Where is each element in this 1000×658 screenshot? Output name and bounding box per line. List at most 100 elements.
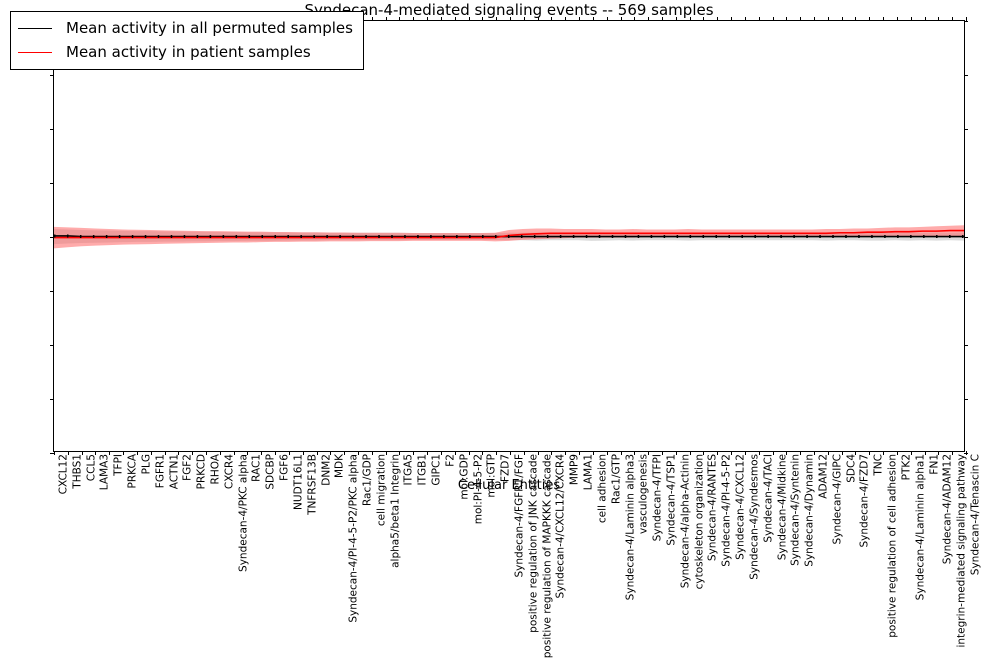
- x-tick-mark: [399, 17, 401, 21]
- x-tick-mark: [579, 451, 581, 455]
- x-tick-mark: [385, 451, 387, 455]
- y-tick-mark: [964, 21, 968, 22]
- x-tick-mark: [689, 451, 691, 455]
- legend-swatch-line-black: [18, 27, 52, 29]
- x-tick-mark: [703, 17, 705, 21]
- x-tick-mark: [606, 17, 608, 21]
- x-tick-mark: [744, 451, 746, 455]
- x-tick-mark: [371, 17, 373, 21]
- x-tick-mark: [592, 451, 594, 455]
- x-tick-mark: [247, 451, 249, 455]
- x-tick-mark: [385, 17, 387, 21]
- x-tick-mark: [662, 451, 663, 455]
- x-tick-mark: [786, 451, 788, 455]
- plot-area: [54, 21, 964, 451]
- x-axis-label: Cellular Entities: [457, 478, 561, 493]
- x-tick-mark: [800, 451, 802, 455]
- x-tick-mark: [468, 451, 470, 455]
- x-tick-label: Syndecan-4/ADAM12: [941, 454, 954, 565]
- x-tick-mark: [648, 451, 650, 455]
- x-tick-mark: [910, 451, 912, 455]
- x-tick-label: Syndecan-4/TFPI: [651, 454, 664, 542]
- series-markers: [54, 234, 964, 239]
- x-tick-mark: [510, 17, 511, 21]
- y-tick-mark: [964, 75, 968, 76]
- x-tick-mark: [150, 451, 152, 455]
- chart-title: Syndecan-4-mediated signaling events -- …: [304, 1, 714, 19]
- x-tick-mark: [316, 451, 318, 455]
- x-tick-mark: [510, 451, 511, 455]
- y-tick-mark: [50, 75, 54, 76]
- legend-item-patient: Mean activity in patient samples: [18, 40, 353, 64]
- x-tick-mark: [731, 451, 733, 455]
- x-tick-label: Syndecan-4/Syntenin: [789, 454, 802, 566]
- y-tick-mark: [50, 129, 54, 130]
- x-tick-mark: [67, 451, 69, 455]
- x-tick-mark: [81, 451, 83, 455]
- x-tick-mark: [827, 17, 829, 21]
- x-tick-mark: [551, 451, 553, 455]
- x-tick-mark: [841, 451, 843, 455]
- x-tick-mark: [869, 451, 871, 455]
- x-tick-mark: [703, 451, 705, 455]
- x-tick-mark: [758, 451, 760, 455]
- x-tick-mark: [482, 17, 484, 21]
- x-tick-mark: [786, 17, 788, 21]
- x-tick-mark: [896, 17, 898, 21]
- y-tick-mark: [964, 345, 968, 346]
- x-tick-mark: [758, 17, 760, 21]
- x-tick-mark: [952, 451, 954, 455]
- x-tick-mark: [454, 17, 456, 21]
- x-tick-mark: [952, 17, 954, 21]
- x-tick-label: vasculogenesis: [637, 454, 650, 534]
- x-tick-label: Syndecan-4/CXCL12: [734, 454, 747, 560]
- x-tick-mark: [95, 451, 97, 455]
- x-tick-mark: [855, 451, 857, 455]
- x-tick-label: Syndecan-4/Midkine: [775, 454, 788, 561]
- x-tick-mark: [938, 451, 940, 455]
- x-tick-label: Syndecan-4/PKC alpha: [236, 454, 249, 572]
- x-tick-mark: [496, 451, 498, 455]
- x-tick-mark: [827, 451, 829, 455]
- x-tick-label: TFPI: [112, 454, 125, 476]
- y-tick-mark: [50, 183, 54, 184]
- x-tick-label: TNC: [872, 454, 885, 476]
- x-tick-label: Syndecan-4/RANTES: [706, 454, 719, 562]
- x-tick-label: FGF2: [181, 454, 194, 481]
- x-tick-mark: [537, 17, 539, 21]
- x-tick-mark: [620, 17, 622, 21]
- x-tick-mark: [565, 17, 567, 21]
- x-tick-label: Syndecan-4/Dynamin: [803, 454, 816, 567]
- x-tick-mark: [427, 17, 429, 21]
- x-tick-mark: [689, 17, 691, 21]
- x-tick-mark: [399, 451, 401, 455]
- x-tick-mark: [717, 451, 719, 455]
- x-tick-label: cytoskeleton organization: [692, 454, 705, 590]
- y-tick-mark: [964, 129, 968, 130]
- legend-label-permuted: Mean activity in all permuted samples: [66, 18, 353, 37]
- series-layer: [54, 225, 964, 249]
- figure: Syndecan-4-mediated signaling events -- …: [10, 1, 981, 658]
- x-tick-mark: [261, 451, 263, 455]
- legend[interactable]: Mean activity in all permuted samples Me…: [10, 11, 364, 70]
- x-tick-mark: [869, 17, 871, 21]
- x-tick-mark: [883, 17, 885, 21]
- x-tick-label: alpha5/beta1 Integrin: [388, 454, 401, 568]
- x-tick-mark: [675, 451, 677, 455]
- plot-axes: [50, 17, 968, 455]
- x-tick-mark: [302, 451, 304, 455]
- x-tick-mark: [344, 451, 346, 455]
- x-tick-mark: [896, 451, 898, 455]
- x-tick-mark: [164, 451, 166, 455]
- x-tick-label: Syndecan-4/TACI: [761, 454, 774, 543]
- x-tick-mark: [814, 451, 815, 455]
- y-tick-mark: [50, 237, 54, 238]
- x-tick-mark: [592, 17, 594, 21]
- y-tick-mark: [964, 291, 968, 292]
- x-tick-mark: [109, 451, 111, 455]
- x-tick-label: PLG: [140, 454, 153, 475]
- x-tick-mark: [606, 451, 608, 455]
- x-tick-label: MDK: [333, 454, 346, 479]
- x-tick-mark: [924, 451, 926, 455]
- x-tick-mark: [662, 17, 663, 21]
